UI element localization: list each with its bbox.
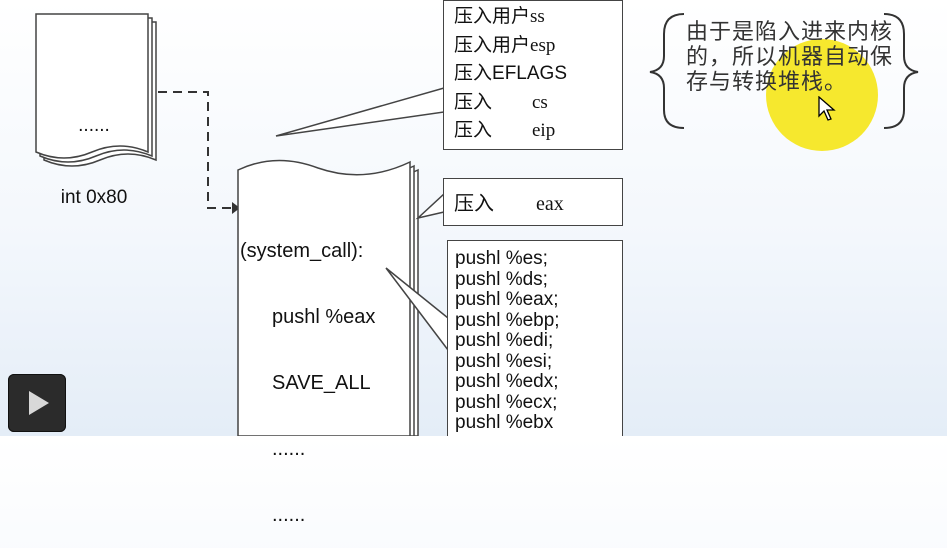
doc-left-line: ......	[78, 115, 110, 136]
mouse-pointer-icon	[818, 96, 836, 121]
code-line: pushl %eax	[272, 306, 376, 328]
push-line: 压入EFLAGS	[454, 63, 567, 84]
save-all-line: pushl %es;	[455, 248, 548, 269]
save-all-line: pushl %ebx	[455, 412, 554, 433]
system-call-code: (system_call): pushl %eax SAVE_ALL .....…	[240, 196, 375, 548]
callout-pointer-eax	[415, 192, 445, 220]
int-0x80-document	[35, 13, 157, 167]
right-brace	[883, 13, 919, 129]
play-button[interactable]	[8, 374, 66, 432]
save-all-line: pushl %edx;	[455, 371, 559, 392]
save-all-line: pushl %edi;	[455, 330, 554, 351]
system-call-document	[237, 159, 419, 436]
play-icon	[29, 391, 49, 415]
dashed-connector	[158, 91, 232, 209]
note-text: 由于是陷入进来内核的，所以机器自动保存与转换堆栈。	[686, 20, 894, 95]
left-brace	[649, 13, 685, 129]
push-line: 压入用户ss	[454, 6, 545, 27]
arrow-head	[232, 202, 240, 214]
int-0x80-text: ...... int 0x80	[46, 66, 142, 234]
save-all-line: pushl %ebp;	[455, 309, 560, 331]
code-line: ......	[272, 438, 306, 460]
doc-left-line: int 0x80	[60, 187, 128, 208]
save-all-box: pushl %es; pushl %ds; pushl %eax; pushl …	[447, 240, 623, 436]
save-all-line: pushl %esi;	[455, 350, 553, 372]
save-all-line: pushl %ds;	[455, 268, 548, 290]
push-line: 压入用户esp	[454, 34, 556, 56]
code-line: ......	[272, 504, 306, 526]
cursor-highlight	[766, 39, 878, 151]
callout-pointer-hw	[275, 87, 445, 137]
save-all-line: pushl %eax;	[455, 289, 559, 310]
save-all-line: pushl %ecx;	[455, 391, 558, 413]
code-line: (system_call):	[240, 240, 364, 262]
code-line: SAVE_ALL	[272, 372, 371, 394]
